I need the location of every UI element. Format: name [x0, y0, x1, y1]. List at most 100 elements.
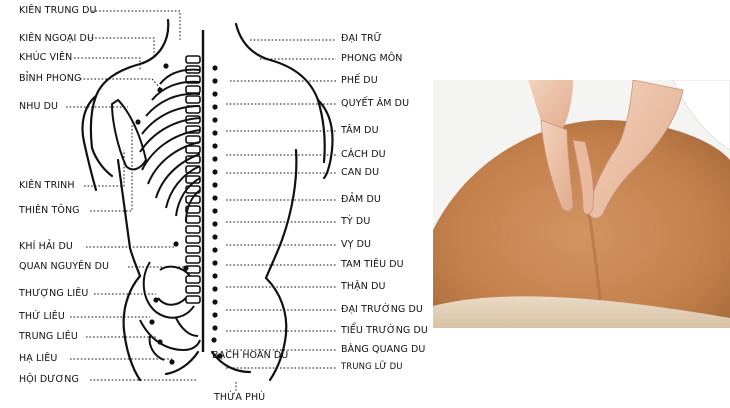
acupoint-dot: [212, 130, 218, 136]
vertebra: [185, 195, 201, 204]
label-thien-tong: THIÊN TÔNG: [19, 205, 80, 216]
acupoint-dot: [212, 221, 218, 227]
label-thuong-lieu: THƯỢNG LIÊU: [19, 288, 89, 299]
massage-photo: [433, 80, 730, 328]
label-nhu-du: NHU DU: [19, 101, 59, 112]
vertebra: [185, 245, 201, 254]
acupoint-dot: [212, 104, 218, 110]
acupoint-dot: [212, 312, 218, 318]
label-phong-mon: PHONG MÔN: [341, 53, 403, 64]
label-binh-phong: BỈNH PHONG: [19, 73, 82, 84]
acupoint-dot: [212, 195, 218, 201]
label-ha-lieu: HẠ LIÊU: [19, 353, 58, 364]
left-forearm: [528, 80, 573, 132]
acupoint-dot: [217, 353, 223, 359]
label-phe-du: PHẾ DU: [341, 75, 378, 86]
label-trung-lieu: TRUNG LIÊU: [19, 331, 78, 342]
vertebra: [185, 135, 201, 144]
label-quan-nguyen-du: QUAN NGUYÊN DU: [19, 261, 110, 272]
label-tam-tieu-du: TAM TIÊU DU: [341, 259, 404, 270]
acupoint-dot: [183, 265, 189, 271]
leader-line: [84, 150, 125, 187]
acupoint-dot: [212, 169, 218, 175]
acupoint-dot: [163, 63, 169, 69]
towel: [433, 296, 730, 328]
vertebra: [185, 205, 201, 214]
vertebra: [185, 185, 201, 194]
vertebra: [185, 165, 201, 174]
acupoint-dot: [212, 247, 218, 253]
vertebra: [185, 145, 201, 154]
label-tieu-truong-du: TIỂU TRƯỜNG DU: [341, 325, 428, 336]
label-kien-ngoai-du: KIÊN NGOẠI DU: [19, 33, 94, 44]
acupoint-dot: [212, 78, 218, 84]
massage-photo-illustration: [433, 80, 730, 328]
acupoint-dot: [212, 234, 218, 240]
acupoint-dots: [135, 63, 223, 365]
acupoint-dot: [212, 65, 218, 71]
acupoint-dot: [173, 241, 179, 247]
label-vy-du: VỴ DU: [341, 239, 372, 250]
vertebra: [185, 215, 201, 224]
fingers: [572, 139, 594, 215]
label-dai-tru: ĐẠI TRỮ: [341, 33, 382, 44]
spine: [185, 30, 205, 352]
vertebra: [185, 95, 201, 104]
label-hoi-duong: HỘI DƯƠNG: [19, 374, 79, 385]
label-thu-lieu: THỨ LIÊU: [19, 311, 65, 322]
label-cach-du: CÁCH DU: [341, 149, 386, 160]
acupoint-dot: [157, 339, 163, 345]
vertebra: [185, 55, 201, 64]
vertebra: [185, 295, 201, 304]
acupoint-dot: [212, 299, 218, 305]
right-hand: [588, 80, 684, 219]
label-kien-trung-du: KIÊN TRUNG DU: [19, 5, 97, 16]
acupoint-dot: [212, 208, 218, 214]
leader-line: [90, 124, 133, 212]
label-quyet-am-du: QUYẾT ÂM DU: [341, 98, 410, 109]
acupoint-dot: [153, 297, 159, 303]
vertebra: [185, 225, 201, 234]
left-hand: [540, 119, 574, 212]
leader-line: [80, 78, 161, 89]
leader-line: [88, 37, 155, 58]
vertebra: [185, 175, 201, 184]
vertebra: [185, 235, 201, 244]
acupoint-dot: [212, 286, 218, 292]
acupoint-dot: [212, 182, 218, 188]
vertebra: [185, 115, 201, 124]
acupoint-dot: [212, 91, 218, 97]
vertebra: [185, 285, 201, 294]
acupoint-dot: [157, 87, 163, 93]
label-bach-hoan-du: BẠCH HOÀN DU: [212, 350, 289, 361]
vertebra: [185, 105, 201, 114]
leader-lines: [66, 10, 336, 392]
vertebra: [185, 255, 201, 264]
vertebra: [185, 155, 201, 164]
acupoint-dot: [212, 325, 218, 331]
scapula: [110, 98, 148, 171]
vertebra: [185, 65, 201, 74]
vertebra: [185, 275, 201, 284]
acupoint-dot: [212, 273, 218, 279]
vertebra: [185, 75, 201, 84]
vertebra: [185, 125, 201, 134]
back-skin: [433, 120, 730, 328]
acupoint-dot: [169, 359, 175, 365]
label-bang-quang-du: BÀNG QUANG DU: [341, 344, 426, 355]
label-trung-lu-du: TRUNG LỮ DU: [341, 362, 403, 372]
label-khi-hai-du: KHÍ HẢI DU: [19, 241, 73, 252]
leader-line: [92, 10, 181, 40]
label-can-du: CAN DU: [341, 167, 380, 178]
acupoint-dot: [211, 337, 217, 343]
label-thua-phu: THỪA PHÙ: [214, 392, 266, 403]
vertebra: [185, 85, 201, 94]
acupoint-dot: [135, 119, 141, 125]
label-khuc-vien: KHÚC VIÊN: [19, 52, 73, 63]
label-than-du: THẬN DU: [341, 281, 386, 292]
label-tam-du: TÂM DU: [341, 125, 379, 136]
label-kien-trinh: KIÊN TRINH: [19, 180, 75, 191]
label-ty-du: TỲ DU: [341, 216, 371, 227]
pelvis: [139, 261, 201, 361]
